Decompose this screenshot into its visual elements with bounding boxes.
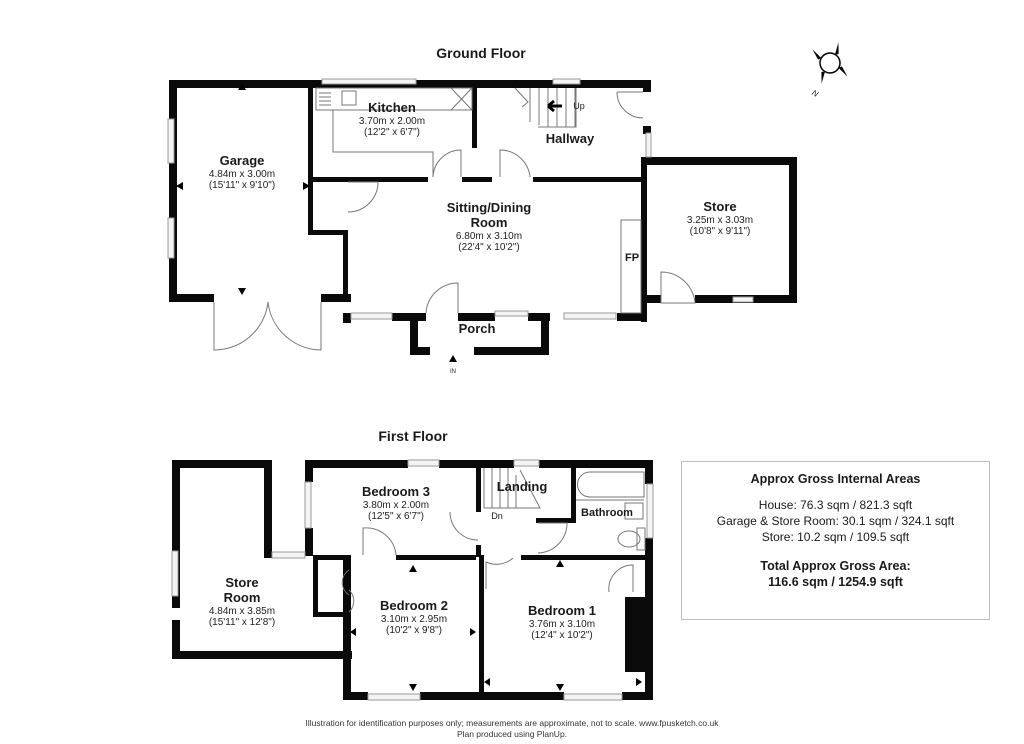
room-name-line2: Room bbox=[470, 214, 508, 230]
room-dim-imperial: (12'2" x 6'7") bbox=[364, 127, 420, 139]
areas-heading: Approx Gross Internal Areas bbox=[750, 472, 921, 486]
total-value: 116.6 sqm / 1254.9 sqft bbox=[768, 575, 903, 589]
room-label-bedroom-2: Bedroom 2 3.10m x 2.95m (10'2" x 9'8") bbox=[380, 598, 448, 637]
room-label-bathroom: Bathroom bbox=[581, 507, 633, 519]
disclaimer-line: Illustration for identification purposes… bbox=[305, 718, 719, 728]
fireplace-label: FP bbox=[624, 252, 640, 264]
room-name-line1: Sitting/Dining bbox=[446, 200, 532, 215]
first-floor-walls bbox=[172, 460, 653, 700]
room-dim-imperial: (12'5" x 6'7") bbox=[368, 511, 424, 523]
first-floor-fixtures bbox=[341, 468, 646, 691]
total-heading: Total Approx Gross Area: bbox=[760, 559, 911, 573]
first-floor-title: First Floor bbox=[378, 428, 448, 444]
room-label-store: Store 3.25m x 3.03m (10'8" x 9'11") bbox=[686, 199, 754, 238]
room-name: Bedroom 1 bbox=[528, 603, 596, 618]
room-dim-imperial: (10'8" x 9'11") bbox=[689, 226, 751, 238]
room-label-bedroom-3: Bedroom 3 3.80m x 2.00m (12'5" x 6'7") bbox=[362, 484, 430, 523]
gross-internal-areas-box: Approx Gross Internal Areas House: 76.3 … bbox=[681, 461, 990, 620]
room-name: Garage bbox=[219, 153, 265, 168]
room-label-hallway: Hallway bbox=[545, 131, 595, 146]
room-name: Kitchen bbox=[368, 100, 416, 115]
room-dim-metric: 3.70m x 2.00m bbox=[358, 115, 426, 127]
stairs-down-label: Dn bbox=[491, 511, 503, 521]
area-line-store: Store: 10.2 sqm / 109.5 sqft bbox=[761, 530, 910, 544]
stairs-up-label: Up bbox=[573, 101, 585, 111]
room-name: Store bbox=[703, 199, 737, 214]
room-label-store-room: Store Room 4.84m x 3.85m (15'11" x 12'8"… bbox=[208, 575, 276, 629]
room-label-kitchen: Kitchen 3.70m x 2.00m (12'2" x 6'7") bbox=[358, 100, 426, 139]
room-dim-imperial: (10'2" x 9'8") bbox=[386, 625, 442, 637]
room-name-line2: Room bbox=[223, 589, 261, 605]
room-dim-metric: 3.25m x 3.03m bbox=[686, 214, 754, 226]
areas-lines: House: 76.3 sqm / 821.3 sqft Garage & St… bbox=[682, 497, 989, 545]
room-dim-metric: 3.76m x 3.10m bbox=[528, 618, 596, 630]
produced-by-line: Plan produced using PlanUp. bbox=[456, 729, 568, 739]
room-name: Bedroom 3 bbox=[362, 484, 430, 499]
area-line-house: House: 76.3 sqm / 821.3 sqft bbox=[758, 498, 913, 512]
ground-floor-title: Ground Floor bbox=[436, 45, 526, 61]
room-dim-imperial: (12'4" x 10'2") bbox=[531, 630, 593, 642]
disclaimer-footer: Illustration for identification purposes… bbox=[306, 718, 719, 740]
first-floor-windows bbox=[171, 459, 654, 701]
entrance-label: IN bbox=[450, 369, 456, 375]
compass-rose-icon bbox=[812, 42, 848, 84]
areas-total: Total Approx Gross Area: 116.6 sqm / 125… bbox=[682, 558, 989, 590]
room-dim-metric: 4.84m x 3.00m bbox=[208, 168, 276, 180]
room-dim-metric: 3.10m x 2.95m bbox=[380, 613, 448, 625]
room-label-bedroom-1: Bedroom 1 3.76m x 3.10m (12'4" x 10'2") bbox=[528, 603, 596, 642]
room-label-landing: Landing bbox=[496, 479, 548, 494]
room-dim-metric: 4.84m x 3.85m bbox=[208, 605, 276, 617]
room-dim-imperial: (15'11" x 9'10") bbox=[208, 180, 276, 192]
ground-floor-fixtures bbox=[176, 83, 696, 362]
room-dim-imperial: (22'4" x 10'2") bbox=[458, 242, 520, 254]
ground-floor-windows bbox=[167, 78, 754, 320]
room-dim-imperial: (15'11" x 12'8") bbox=[208, 617, 276, 629]
room-label-sitting-dining: Sitting/Dining Room 6.80m x 3.10m (22'4"… bbox=[446, 200, 532, 254]
area-line-garage-store-room: Garage & Store Room: 30.1 sqm / 324.1 sq… bbox=[716, 514, 955, 528]
room-label-garage: Garage 4.84m x 3.00m (15'11" x 9'10") bbox=[208, 153, 276, 192]
room-dim-metric: 6.80m x 3.10m bbox=[455, 230, 523, 242]
room-dim-metric: 3.80m x 2.00m bbox=[362, 499, 430, 511]
room-label-porch: Porch bbox=[458, 321, 496, 336]
room-name-line1: Store bbox=[225, 575, 259, 590]
room-name: Bedroom 2 bbox=[380, 598, 448, 613]
